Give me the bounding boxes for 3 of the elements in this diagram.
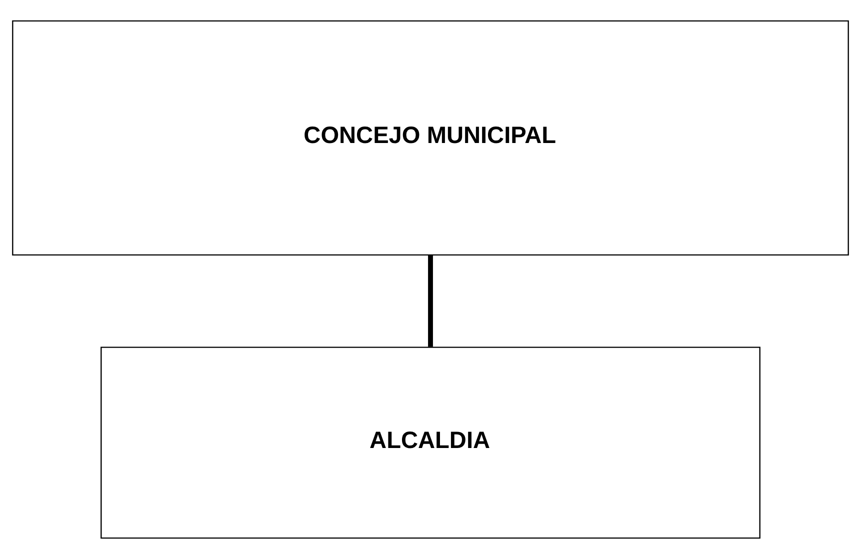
node-box: CONCEJO MUNICIPAL: [12, 20, 849, 255]
node-box: ALCALDIA: [100, 346, 760, 538]
connector: [428, 254, 433, 346]
